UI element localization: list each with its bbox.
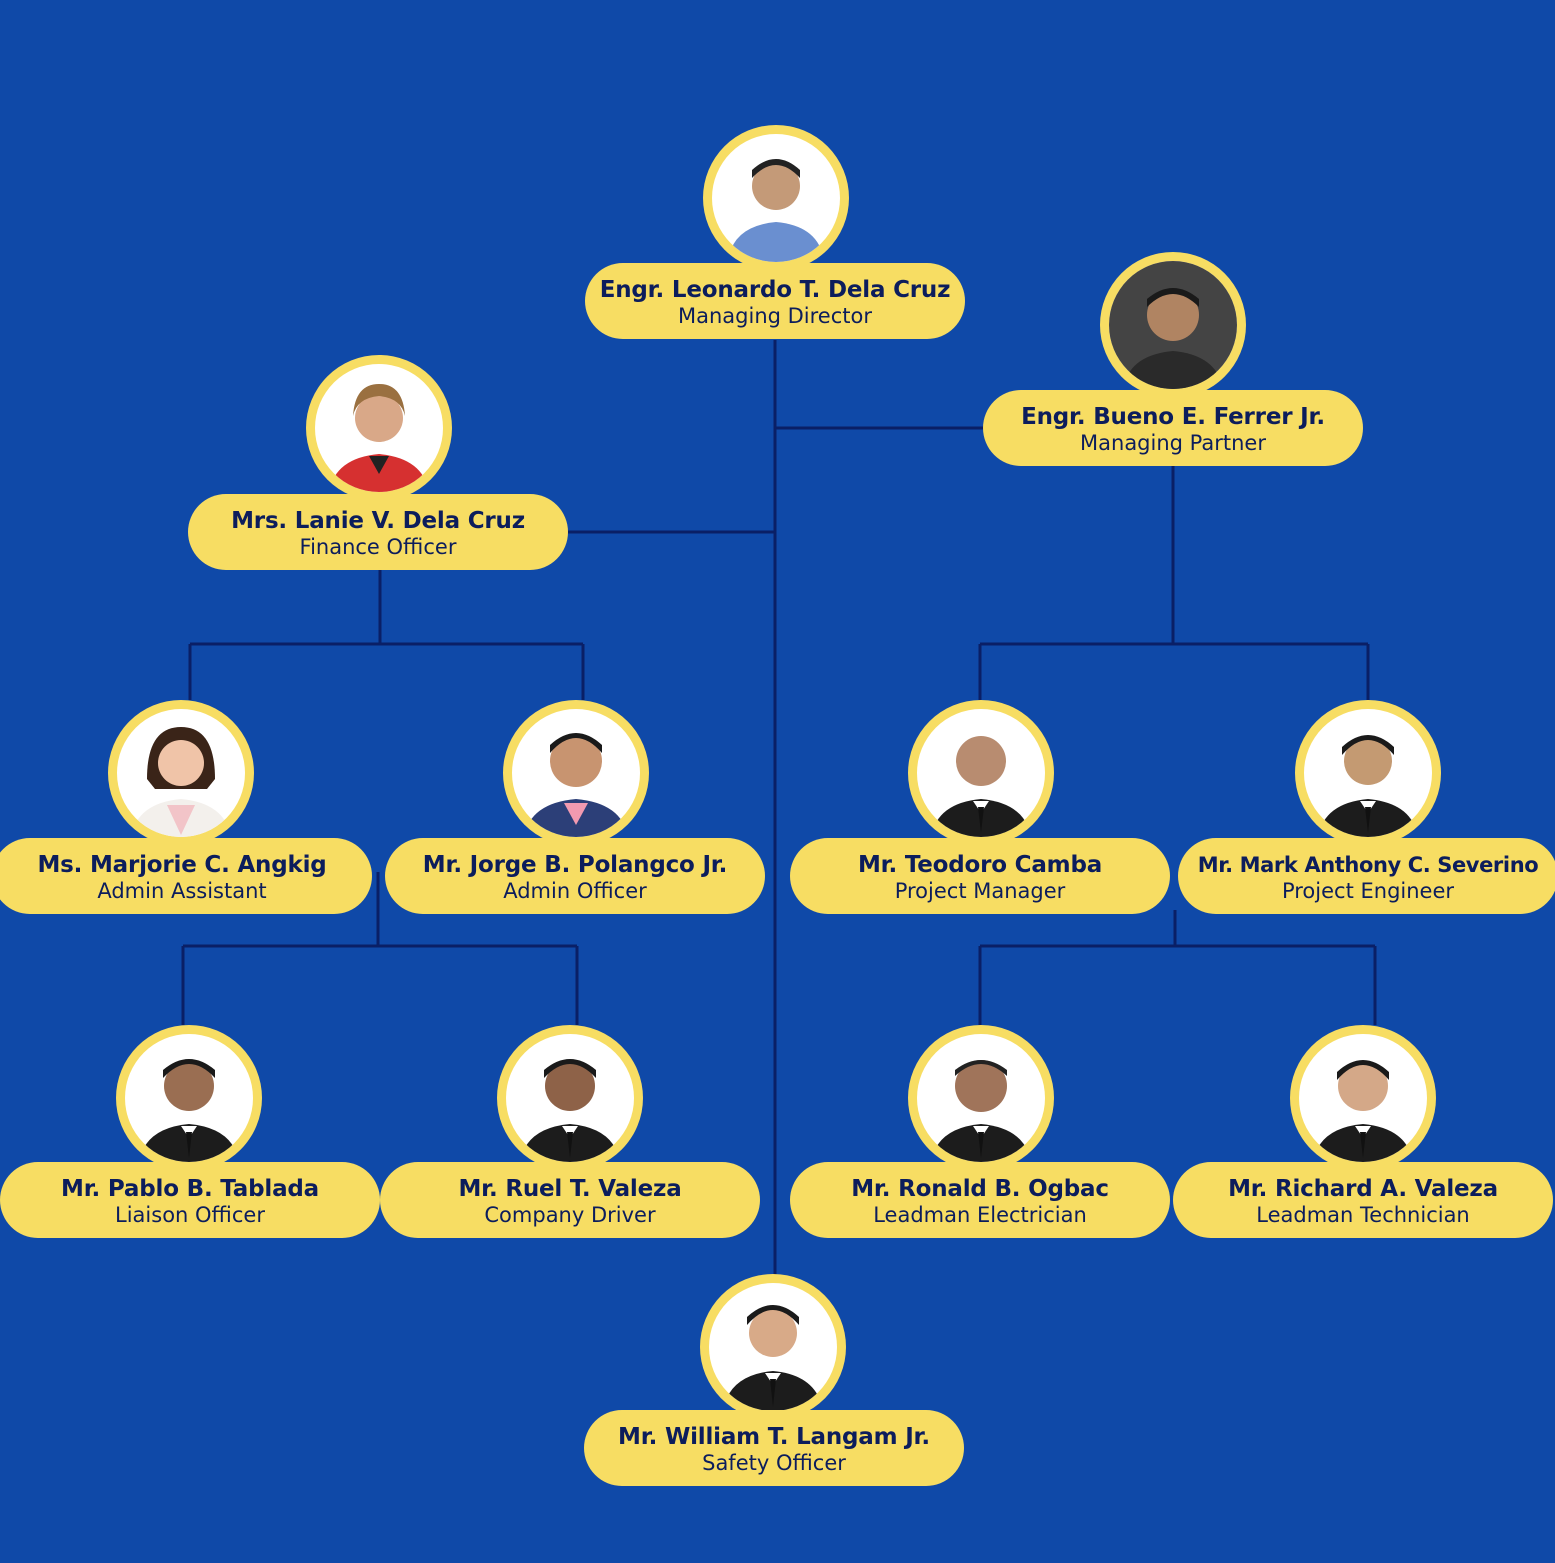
person-role: Project Engineer <box>1281 879 1455 903</box>
photo-frame <box>1290 1025 1436 1171</box>
name-card: Ms. Marjorie C. Angkig Admin Assistant <box>0 838 372 914</box>
connector-admin-branch <box>181 872 579 1025</box>
person-role: Managing Director <box>677 304 872 328</box>
name-card: Mr. William T. Langam Jr. Safety Officer <box>584 1410 964 1486</box>
name-card: Engr. Leonardo T. Dela Cruz Managing Dir… <box>585 263 965 339</box>
person-photo-icon <box>1299 1034 1427 1162</box>
person-name: Engr. Bueno E. Ferrer Jr. <box>1021 404 1325 430</box>
name-card: Mr. Richard A. Valeza Leadman Technician <box>1173 1162 1553 1238</box>
person-photo-icon <box>1304 709 1432 837</box>
person-name: Mr. Richard A. Valeza <box>1228 1176 1498 1202</box>
person-photo-icon <box>125 1034 253 1162</box>
person-photo-icon <box>506 1034 634 1162</box>
photo-frame <box>108 700 254 846</box>
name-card: Mrs. Lanie V. Dela Cruz Finance Officer <box>188 494 568 570</box>
person-role: Company Driver <box>484 1203 656 1227</box>
person-photo-icon <box>917 1034 1045 1162</box>
connector-partner-branch <box>978 466 1370 700</box>
person-photo-icon <box>1109 261 1237 389</box>
person-name: Mr. Ruel T. Valeza <box>458 1176 682 1202</box>
photo-frame <box>116 1025 262 1171</box>
photo-frame <box>703 125 849 271</box>
name-card: Mr. Ruel T. Valeza Company Driver <box>380 1162 760 1238</box>
person-role: Safety Officer <box>702 1451 846 1475</box>
person-photo-icon <box>917 709 1045 837</box>
person-photo-icon <box>512 709 640 837</box>
person-name: Mrs. Lanie V. Dela Cruz <box>231 508 525 534</box>
name-card: Engr. Bueno E. Ferrer Jr. Managing Partn… <box>983 390 1363 466</box>
person-role: Leadman Technician <box>1256 1203 1470 1227</box>
person-role: Admin Officer <box>503 879 647 903</box>
photo-frame <box>497 1025 643 1171</box>
person-role: Project Manager <box>894 879 1066 903</box>
person-photo-icon <box>315 364 443 492</box>
connector-project-branch <box>978 910 1377 1025</box>
photo-frame <box>306 355 452 501</box>
name-card: Mr. Mark Anthony C. Severino Project Eng… <box>1178 838 1555 914</box>
person-name: Mr. Jorge B. Polangco Jr. <box>422 852 728 878</box>
person-name: Mr. William T. Langam Jr. <box>618 1424 930 1450</box>
photo-frame <box>700 1274 846 1420</box>
person-photo-icon <box>712 134 840 262</box>
name-card: Mr. Ronald B. Ogbac Leadman Electrician <box>790 1162 1170 1238</box>
person-photo-icon <box>709 1283 837 1411</box>
person-name: Mr. Mark Anthony C. Severino <box>1197 853 1539 877</box>
person-role: Admin Assistant <box>97 879 267 903</box>
person-role: Liaison Officer <box>115 1203 265 1227</box>
name-card: Mr. Jorge B. Polangco Jr. Admin Officer <box>385 838 765 914</box>
person-name: Mr. Pablo B. Tablada <box>61 1176 319 1202</box>
person-role: Managing Partner <box>1080 431 1266 455</box>
person-photo-icon <box>117 709 245 837</box>
photo-frame <box>1295 700 1441 846</box>
photo-frame <box>908 700 1054 846</box>
name-card: Mr. Teodoro Camba Project Manager <box>790 838 1170 914</box>
person-name: Ms. Marjorie C. Angkig <box>37 852 327 878</box>
photo-frame <box>1100 252 1246 398</box>
photo-frame <box>503 700 649 846</box>
name-card: Mr. Pablo B. Tablada Liaison Officer <box>0 1162 380 1238</box>
person-name: Engr. Leonardo T. Dela Cruz <box>599 277 951 303</box>
person-name: Mr. Teodoro Camba <box>857 852 1103 878</box>
person-role: Finance Officer <box>299 535 457 559</box>
connector-finance-branch <box>188 570 585 700</box>
person-role: Leadman Electrician <box>873 1203 1087 1227</box>
photo-frame <box>908 1025 1054 1171</box>
person-name: Mr. Ronald B. Ogbac <box>851 1176 1109 1202</box>
